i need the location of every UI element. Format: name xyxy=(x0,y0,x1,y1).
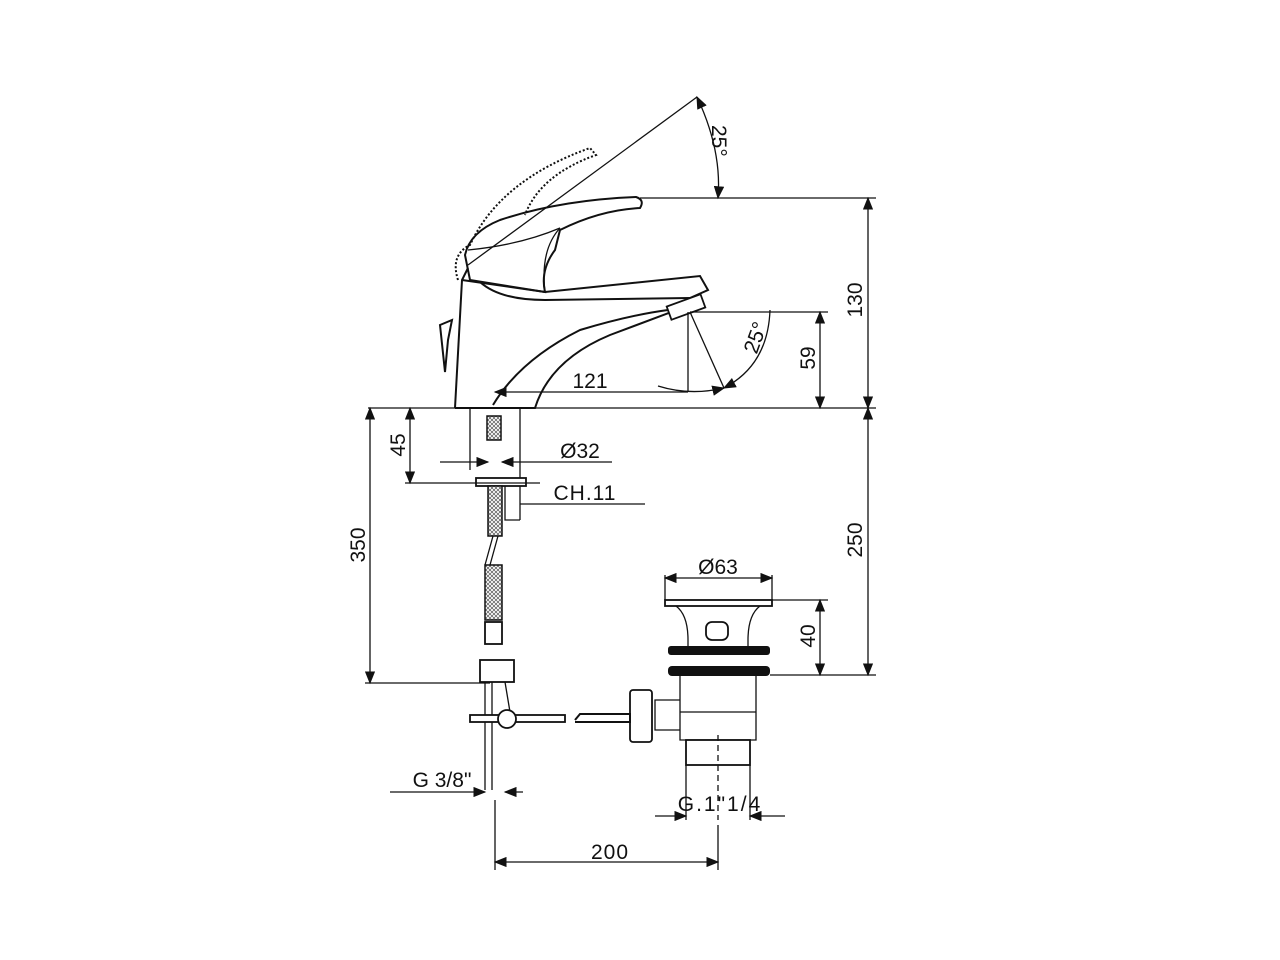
spout-reach-label: 121 xyxy=(572,370,607,393)
hose-length-label: 350 xyxy=(347,527,370,562)
hose-thread-label: G 3/8" xyxy=(413,769,472,792)
shank-diameter-label: Ø32 xyxy=(560,440,600,463)
pop-up-rod xyxy=(438,318,454,373)
drain-height-label: 40 xyxy=(797,624,820,647)
nut-size-label: CH.11 xyxy=(554,482,617,505)
pop-up-waste xyxy=(574,599,773,820)
lever-handle xyxy=(463,195,643,294)
dimension-lines xyxy=(364,95,876,870)
drain-thread-label: G.1"1/4 xyxy=(678,793,763,816)
below-counter-label: 250 xyxy=(844,522,867,557)
shank-and-hose xyxy=(469,408,566,790)
centre-distance-label: 200 xyxy=(591,841,629,864)
lever-angle-label: 25° xyxy=(707,125,730,157)
drain-diameter-label: Ø63 xyxy=(698,556,738,579)
spout-height-label: 59 xyxy=(797,346,820,369)
lever-raised-outline xyxy=(454,146,598,281)
spout-angle-label: 25° xyxy=(740,319,772,357)
shank-length-label: 45 xyxy=(387,433,410,456)
overall-height-label: 130 xyxy=(844,282,867,317)
